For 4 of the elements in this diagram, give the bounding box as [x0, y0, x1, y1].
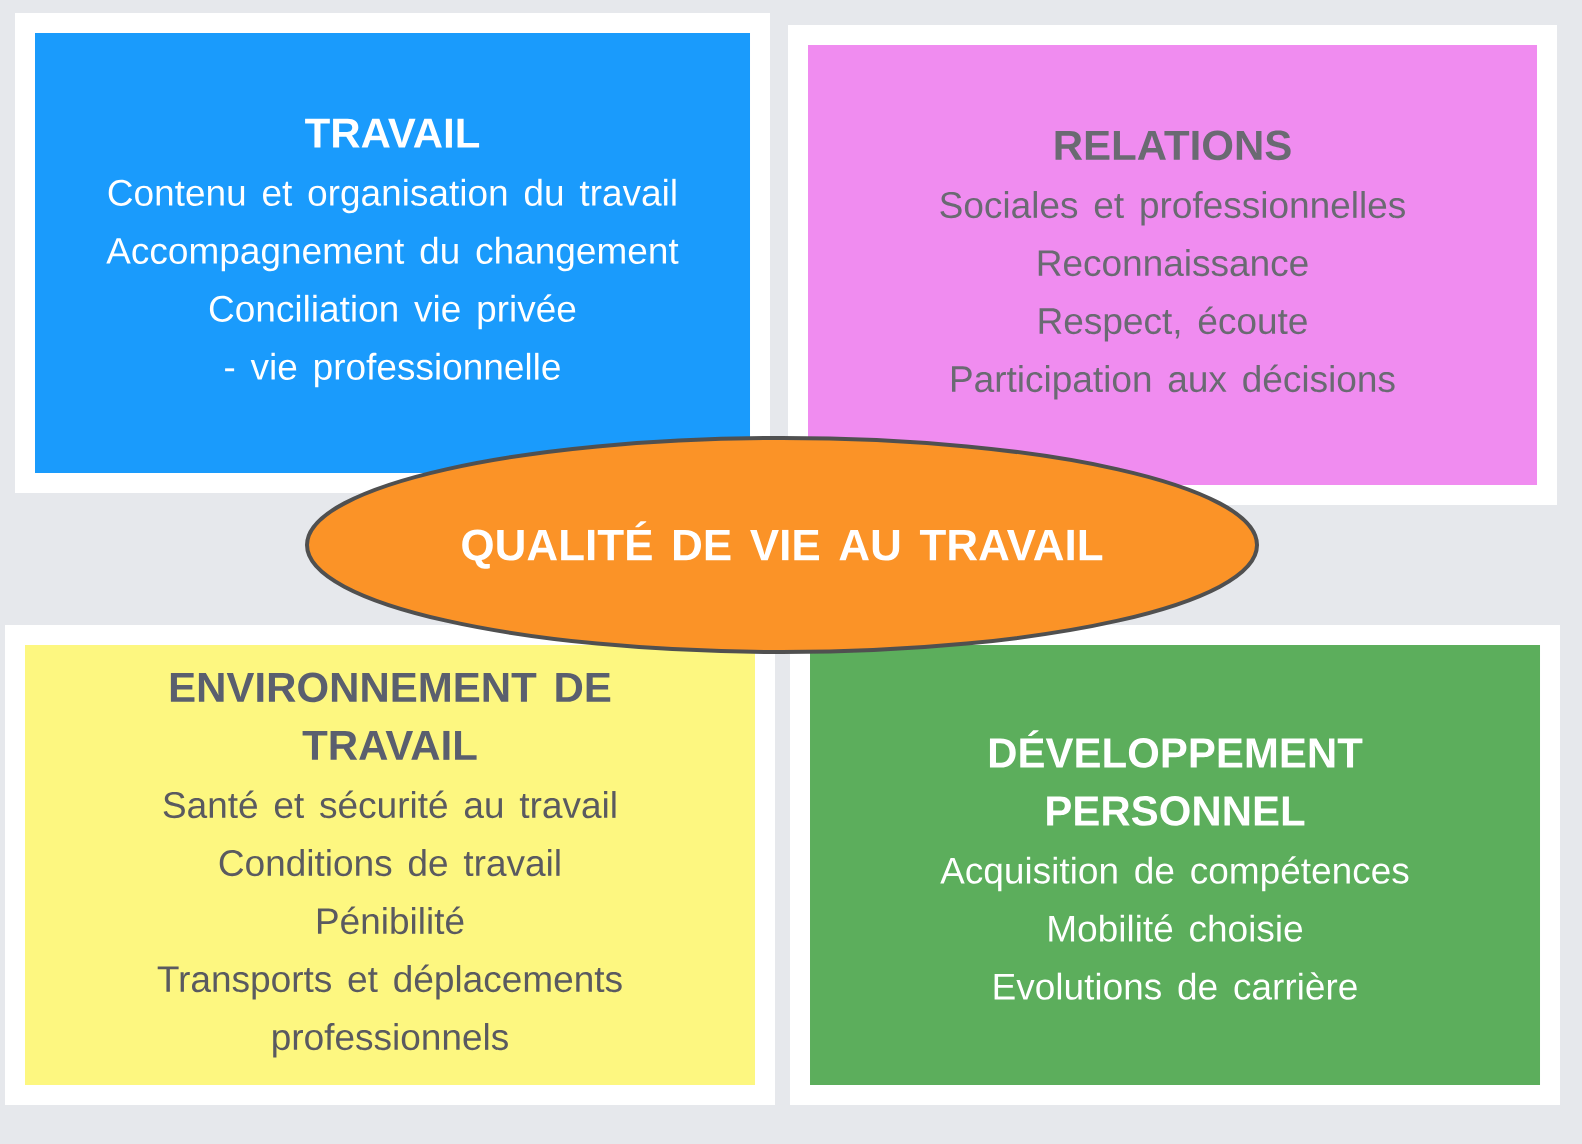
category-box: ENVIRONNEMENT DE TRAVAIL Santé et sécurité au travail Conditions de travail Pénibilité Transports et déplacements professionnels: [25, 645, 755, 1085]
category-box: TRAVAIL Contenu et organisation du travail Accompagnement du changement Conciliation vie privée - vie professionnelle: [35, 33, 750, 473]
category-box: DÉVELOPPEMENT PERSONNEL Acquisition de compétences Mobilité choisie Evolutions de carrière: [810, 645, 1540, 1085]
category-box: RELATIONS Sociales et professionnelles Reconnaissance Respect, écoute Participation aux décisions: [808, 45, 1537, 485]
